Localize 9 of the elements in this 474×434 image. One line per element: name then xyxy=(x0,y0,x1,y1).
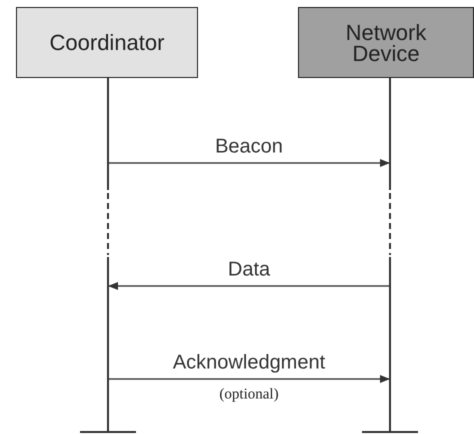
edge-label: Beacon xyxy=(215,136,283,158)
edge-label: Acknowledgment xyxy=(172,352,326,374)
message-arrow xyxy=(108,159,390,167)
message-arrow xyxy=(108,282,390,290)
message-arrow xyxy=(108,375,390,383)
note-text: (optional) xyxy=(219,386,279,404)
participant-box: Network Device xyxy=(298,7,474,78)
participant-box: Coordinator xyxy=(16,7,198,78)
edge-label: Data xyxy=(228,258,270,282)
